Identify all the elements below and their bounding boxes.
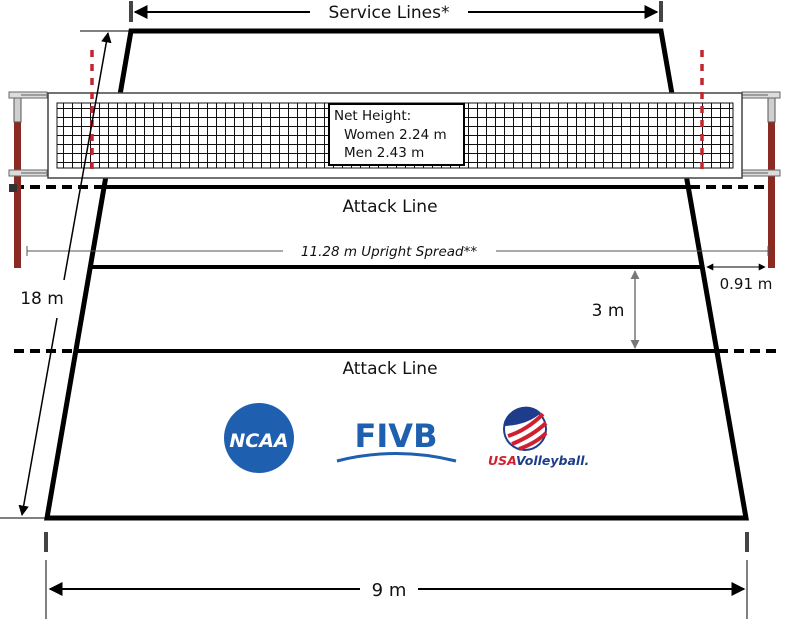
upright-spread-label: 11.28 m Upright Spread** xyxy=(301,244,477,260)
usa-volleyball-logo-text: USAVolleyball. xyxy=(488,453,589,468)
court-width-label: 9 m xyxy=(372,580,407,601)
upright-spread-dimension: 11.28 m Upright Spread** xyxy=(26,244,769,260)
usav-logo-volleyball: Volleyball. xyxy=(516,453,589,468)
fivb-logo: FIVB xyxy=(336,417,457,463)
net-height-title: Net Height: xyxy=(334,108,411,124)
court-width-marker-left xyxy=(44,532,48,552)
court-length-arrow-bottom xyxy=(18,317,58,517)
court-width-dimension: 9 m xyxy=(44,532,749,619)
ncaa-logo-text: NCAA xyxy=(229,430,288,452)
service-lines-label: Service Lines* xyxy=(328,3,449,23)
service-line-marker-right xyxy=(659,1,663,22)
net-height-men: Men 2.43 m xyxy=(344,145,424,161)
court-length-arrow-top xyxy=(63,31,112,281)
net-post-right xyxy=(741,91,781,268)
net-height-box: Net Height: Women 2.24 m Men 2.43 m xyxy=(328,103,465,166)
post-offset-label: 0.91 m xyxy=(720,275,773,293)
attack-line-lower-label: Attack Line xyxy=(342,359,437,379)
court-length-label: 18 m xyxy=(20,289,64,309)
attack-zone-label: 3 m xyxy=(592,301,625,321)
attack-zone-dimension: 3 m xyxy=(592,270,640,349)
net-height-women: Women 2.24 m xyxy=(344,127,447,143)
attack-line-upper-label: Attack Line xyxy=(342,197,437,217)
fivb-logo-text: FIVB xyxy=(355,417,438,455)
service-lines-dimension: Service Lines* xyxy=(129,1,663,23)
court-length-dimension: 18 m xyxy=(0,30,131,519)
post-offset-dimension: 0.91 m xyxy=(706,263,773,293)
court-width-marker-right xyxy=(745,532,749,552)
net-post-left xyxy=(8,91,48,268)
usav-logo-usa: USA xyxy=(488,453,516,468)
service-line-marker-left xyxy=(129,1,133,22)
usa-volleyball-logo: USAVolleyball. xyxy=(488,406,589,468)
ncaa-logo: NCAA xyxy=(224,403,294,473)
fivb-logo-swoosh xyxy=(336,452,457,463)
court-boundary xyxy=(44,28,749,521)
